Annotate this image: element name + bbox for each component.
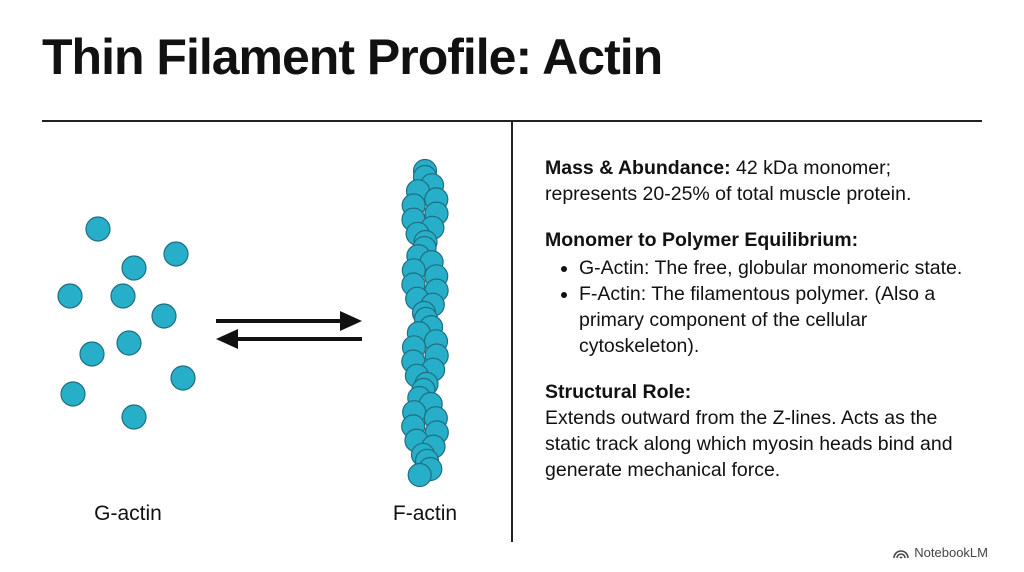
mass-text: 42 kDa monomer; represents 20-25% of tot… <box>545 157 912 205</box>
g-actin-monomer <box>85 216 111 242</box>
g-actin-monomer <box>110 283 136 309</box>
g-actin-monomer <box>163 241 189 267</box>
title-divider <box>42 120 982 122</box>
footer-brand-label: NotebookLM <box>914 545 988 560</box>
structural-section: Structural Role: Extends outward from th… <box>545 379 985 483</box>
g-actin-monomer <box>79 341 105 367</box>
equilibrium-section: Monomer to Polymer Equilibrium: G-Actin:… <box>545 227 985 359</box>
footer-brand: NotebookLM <box>893 545 988 560</box>
column-divider <box>511 122 513 542</box>
g-actin-monomer <box>151 303 177 329</box>
forward-arrow <box>216 311 362 331</box>
page-title: Thin Filament Profile: Actin <box>42 29 663 85</box>
f-actin-subunit <box>407 462 432 488</box>
structural-text: Extends outward from the Z-lines. Acts a… <box>545 407 953 481</box>
actin-diagram: G-actin F-actin <box>57 158 457 525</box>
g-actin-monomer <box>170 365 196 391</box>
g-actin-monomer <box>116 330 142 356</box>
g-actin-monomers <box>57 216 196 430</box>
mass-heading: Mass & Abundance: <box>545 157 731 179</box>
list-item: G-Actin: The free, globular monomeric st… <box>579 255 985 281</box>
equilibrium-heading: Monomer to Polymer Equilibrium: <box>545 229 859 251</box>
g-actin-label: G-actin <box>94 502 162 525</box>
reverse-arrow <box>216 329 362 349</box>
equilibrium-arrows <box>216 311 362 349</box>
notebooklm-logo-icon <box>893 549 910 559</box>
list-item: F-Actin: The filamentous polymer. (Also … <box>579 281 985 359</box>
equilibrium-list: G-Actin: The free, globular monomeric st… <box>545 255 985 359</box>
mass-section: Mass & Abundance: 42 kDa monomer; repres… <box>545 155 985 207</box>
f-actin-filament <box>401 158 449 488</box>
g-actin-monomer <box>121 255 147 281</box>
g-actin-monomer <box>60 381 86 407</box>
g-actin-monomer <box>121 404 147 430</box>
structural-heading: Structural Role: <box>545 381 692 403</box>
g-actin-monomer <box>57 283 83 309</box>
info-panel: Mass & Abundance: 42 kDa monomer; repres… <box>545 155 985 503</box>
f-actin-label: F-actin <box>393 502 457 525</box>
